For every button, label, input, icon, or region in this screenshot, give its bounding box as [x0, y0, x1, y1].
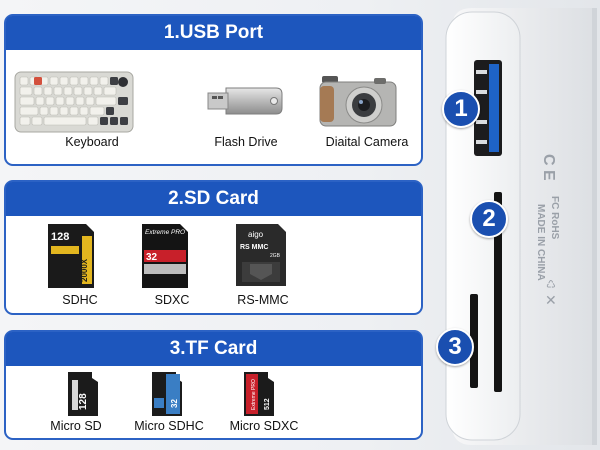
micro-sd-label: Micro SD — [50, 419, 102, 433]
badge-tf: 3 — [436, 328, 474, 366]
usb-port-panel: 1.USB Port Keyboard Flash Drive Di — [4, 14, 423, 166]
micro-sdhc-label: Micro SDHC — [134, 419, 204, 433]
micro-sdhc-capacity: 32 — [170, 399, 179, 408]
rs-mmc-name: RS MMC — [240, 244, 268, 251]
micro-sdhc-card-icon: 32 — [152, 372, 182, 416]
camera-label: Diaital Camera — [325, 135, 409, 149]
micro-sdxc-label: Micro SDXC — [229, 419, 299, 433]
micro-sdxc-capacity: 512 — [264, 398, 271, 410]
sdxc-card-icon: Extreme PRO 32 — [142, 224, 188, 288]
sdhc-capacity: 128 — [51, 231, 69, 243]
micro-sdxc-card-icon: Extreme PRO 512 — [244, 372, 274, 416]
ce-mark: C E — [540, 154, 557, 181]
made-in-china-mark: MADE IN CHINA — [535, 204, 546, 281]
flash-drive-icon — [207, 87, 283, 115]
micro-sd-card-icon: 128 — [68, 372, 98, 416]
sd-card-title: 2.SD Card — [6, 182, 421, 216]
micro-sdxc-brand: Extreme PRO — [251, 379, 257, 410]
rs-mmc-capacity: 2GB — [270, 253, 281, 259]
weee-bin-icon: ✕ — [545, 292, 557, 308]
keyboard-icon — [14, 71, 134, 133]
badge-sd: 2 — [470, 200, 508, 238]
rs-mmc-label: RS-MMC — [237, 293, 289, 307]
card-reader-body — [445, 8, 597, 445]
badge-usb: 1 — [442, 90, 480, 128]
tf-card-panel: 3.TF Card 128 Micro SD 32 Micro SDHC Ext… — [4, 330, 423, 440]
camera-icon — [319, 76, 397, 127]
rs-mmc-card-icon: aigo RS MMC 2GB — [236, 224, 286, 286]
keyboard-label: Keyboard — [65, 135, 119, 149]
sdhc-card-icon: 128 2000X — [48, 224, 94, 288]
usb-port-title: 1.USB Port — [6, 16, 421, 50]
sdxc-brand: Extreme PRO — [145, 229, 185, 236]
card-reader-device: C E FC RoHS MADE IN CHINA ♺ ✕ 1 2 3 — [432, 8, 597, 445]
flash-drive-label: Flash Drive — [214, 135, 278, 149]
sdhc-speed: 2000X — [80, 258, 89, 282]
sdxc-label: SDXC — [154, 293, 190, 307]
sdhc-label: SDHC — [62, 293, 98, 307]
sd-card-panel: 2.SD Card 128 2000X SDHC Extreme PRO 32 … — [4, 180, 423, 315]
fc-rohs-mark: FC RoHS — [549, 196, 560, 240]
micro-sd-capacity: 128 — [78, 393, 89, 410]
rs-mmc-brand: aigo — [248, 230, 264, 239]
sdxc-capacity: 32 — [146, 252, 158, 263]
recycle-icon: ♺ — [546, 279, 556, 291]
tf-card-title: 3.TF Card — [6, 332, 421, 366]
